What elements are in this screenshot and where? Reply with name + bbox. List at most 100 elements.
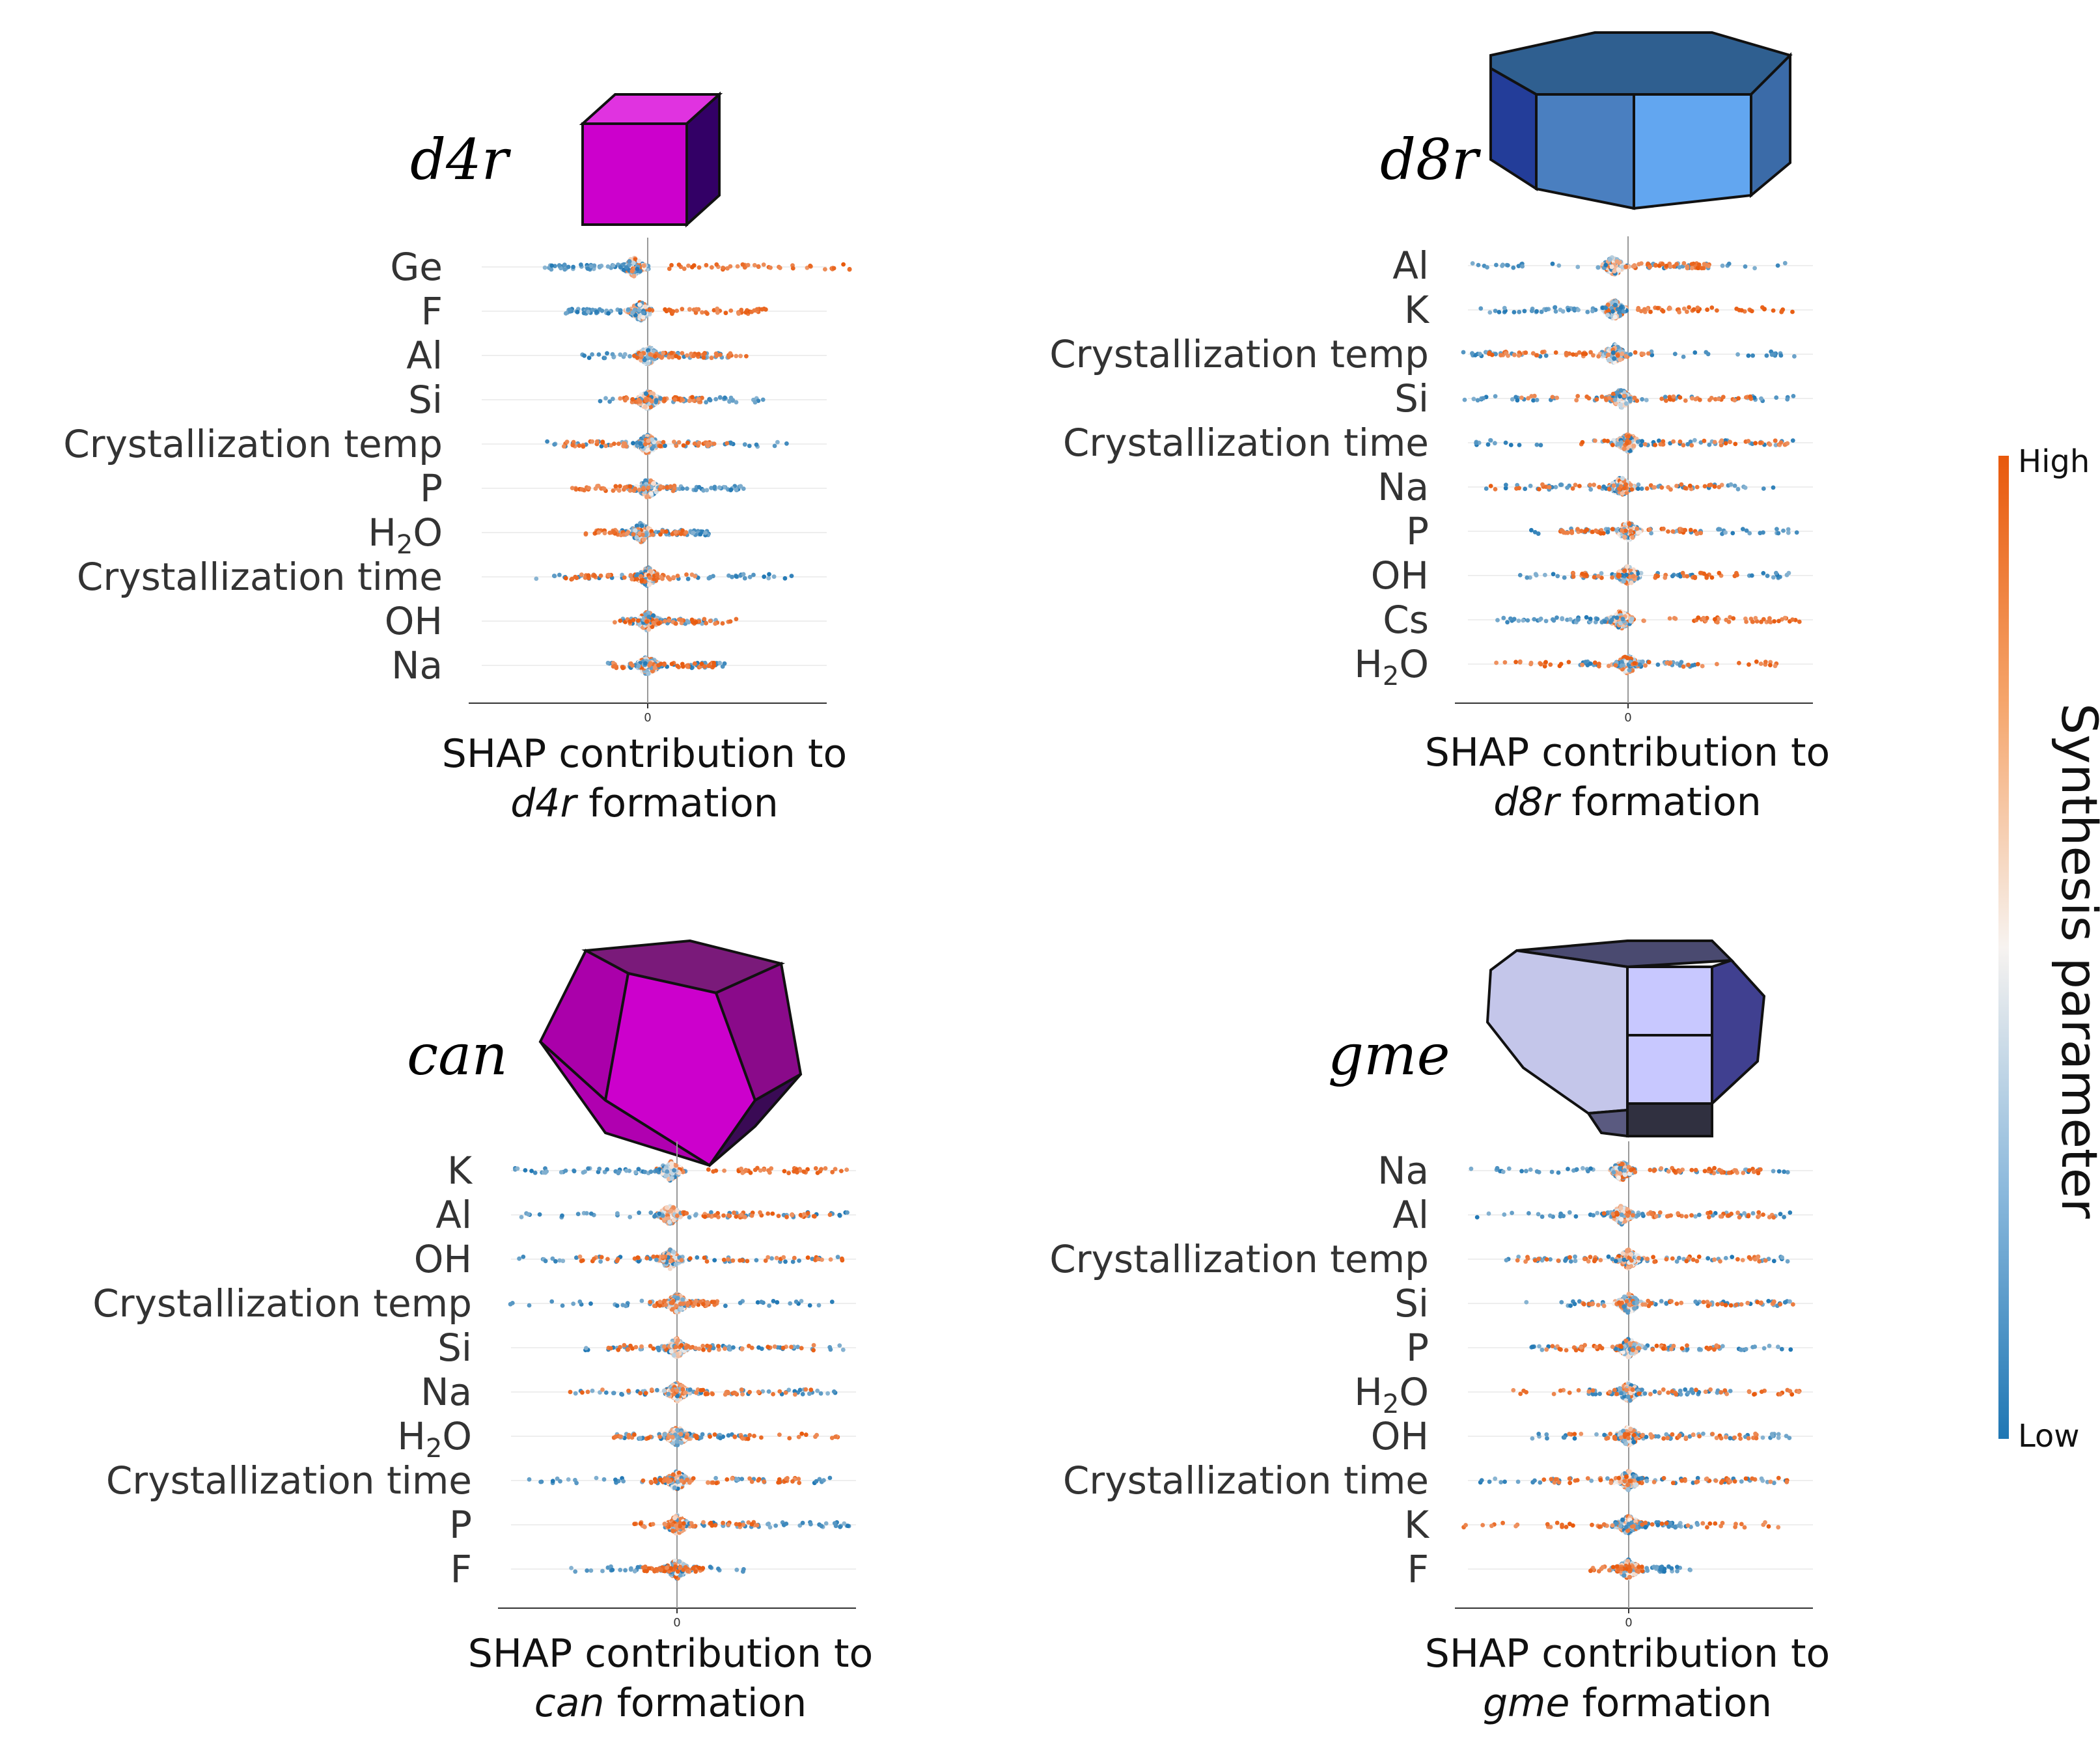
shap-point <box>686 264 691 268</box>
shap-point <box>1743 264 1748 269</box>
feature-row-points <box>606 656 727 676</box>
shap-point <box>669 484 673 489</box>
shap-point <box>1779 354 1784 358</box>
shap-point <box>1517 486 1521 490</box>
shap-point <box>1748 395 1752 399</box>
shap-point <box>1474 441 1478 445</box>
shap-point <box>1551 262 1555 266</box>
shap-point <box>607 573 611 577</box>
shap-point <box>1543 660 1548 665</box>
shap-point <box>590 308 595 313</box>
shap-point <box>1790 310 1795 314</box>
shap-point <box>562 268 567 272</box>
shap-point <box>1605 530 1610 535</box>
shap-point <box>1734 307 1739 311</box>
shap-point <box>767 572 771 577</box>
shap-point <box>669 263 674 268</box>
shap-point <box>570 577 574 581</box>
shap-point <box>1768 443 1773 447</box>
shap-point <box>616 441 621 446</box>
shap-point <box>1617 487 1622 492</box>
shap-point <box>1601 484 1606 489</box>
shap-point <box>621 666 626 671</box>
shap-point <box>713 485 717 490</box>
shap-point <box>1612 483 1616 488</box>
shap-point <box>1571 352 1575 357</box>
shap-point <box>1739 308 1744 313</box>
shap-point <box>635 355 640 360</box>
shap-point <box>1791 394 1796 398</box>
shap-point <box>1717 485 1721 490</box>
shap-point <box>658 533 663 537</box>
shap-point <box>572 1169 577 1173</box>
shap-point <box>590 439 594 444</box>
feature-label: K <box>1404 288 1430 332</box>
shap-point <box>1731 616 1735 620</box>
shap-point <box>1636 486 1640 491</box>
shap-point <box>684 572 689 577</box>
shap-point <box>1553 305 1558 310</box>
shap-point <box>1704 350 1708 355</box>
shap-point <box>1659 396 1664 401</box>
shap-point <box>622 441 626 446</box>
shap-point <box>1596 265 1600 270</box>
feature-label: Crystallization temp <box>1049 332 1429 376</box>
shap-point <box>1651 485 1656 490</box>
shap-point <box>1665 264 1669 268</box>
shap-point <box>1544 619 1549 624</box>
shap-point <box>564 576 568 581</box>
shap-point <box>692 263 697 268</box>
shap-point <box>741 572 746 577</box>
feature-row-points <box>1463 388 1796 410</box>
shap-point <box>1567 660 1571 665</box>
shap-point <box>635 535 639 540</box>
shap-point <box>617 488 622 493</box>
shap-point <box>1633 661 1637 665</box>
shap-point <box>605 1167 609 1172</box>
shap-point <box>739 1167 743 1171</box>
shap-point <box>1577 484 1582 488</box>
shap-point <box>600 439 605 444</box>
shap-point <box>686 577 691 581</box>
shap-point <box>1583 660 1588 664</box>
shap-point <box>677 262 682 267</box>
feature-label: Crystallization time <box>1063 421 1429 465</box>
shap-point <box>772 574 777 579</box>
shap-point <box>1613 398 1618 402</box>
shap-point <box>1642 307 1647 312</box>
shap-point <box>642 264 646 268</box>
shap-point <box>704 400 708 405</box>
shap-point <box>667 355 671 359</box>
shap-point <box>782 1169 787 1174</box>
shap-point <box>1593 660 1597 665</box>
shap-point <box>1797 620 1802 624</box>
x-axis-label-line2: d8r formation <box>1374 777 1881 827</box>
shap-point <box>723 396 727 400</box>
shap-point <box>728 309 733 313</box>
shap-point <box>1525 576 1529 580</box>
shap-point <box>1648 310 1653 314</box>
octagonal-prism-icon <box>1491 33 1790 208</box>
shap-point <box>1508 617 1513 621</box>
shap-point <box>1670 574 1675 579</box>
shap-point <box>1583 352 1588 356</box>
shap-point <box>1612 269 1616 273</box>
shap-point <box>612 441 616 446</box>
shap-point <box>721 266 725 270</box>
shap-point <box>1661 527 1666 531</box>
shap-point <box>673 397 678 402</box>
shap-point <box>1746 439 1750 443</box>
shap-point <box>1611 350 1616 355</box>
shap-point <box>1616 573 1621 577</box>
shap-point <box>754 443 759 447</box>
shap-point <box>534 577 538 581</box>
shap-point <box>581 445 586 449</box>
shap-point <box>808 264 812 268</box>
shap-point <box>639 441 643 446</box>
shap-point <box>844 1167 849 1172</box>
shap-point <box>718 395 723 400</box>
shap-point <box>1643 442 1648 447</box>
shap-point <box>1584 615 1589 620</box>
shap-point <box>1736 396 1741 400</box>
